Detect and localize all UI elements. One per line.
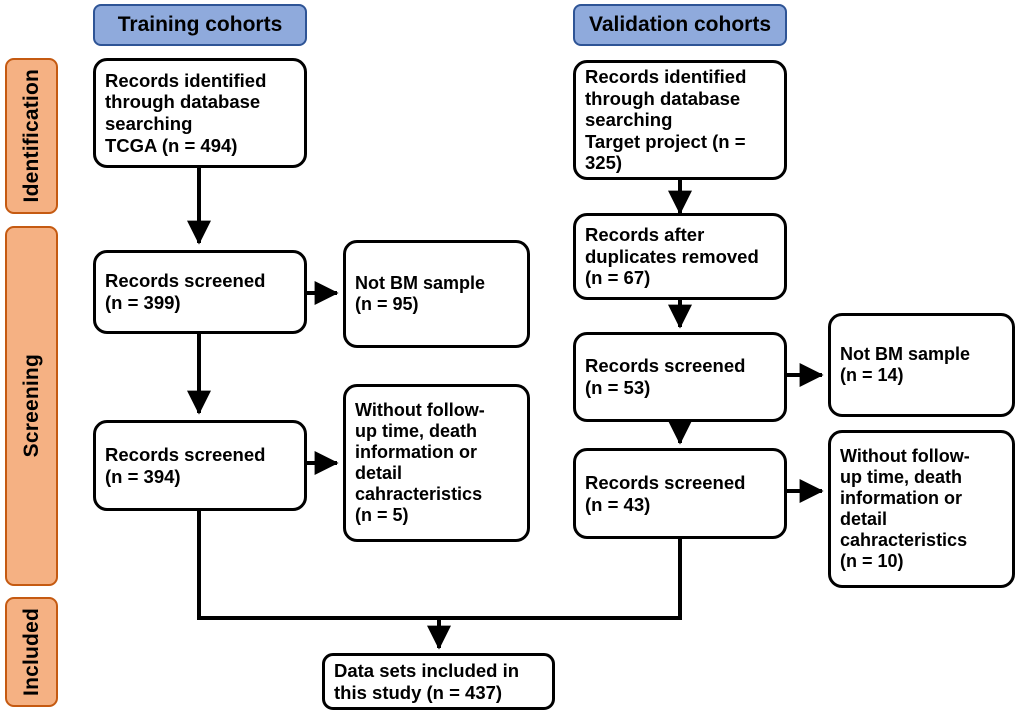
column-header-validation-cohorts: Validation cohorts bbox=[573, 4, 787, 46]
node-validation-excluded-not-bm-sample-text: Not BM sample (n = 14) bbox=[840, 343, 971, 385]
node-training-records-screened-399: Records screened (n = 399) bbox=[93, 250, 307, 334]
node-validation-records-screened-43-text: Records screened (n = 43) bbox=[585, 471, 746, 515]
node-training-excluded-not-bm-sample: Not BM sample (n = 95) bbox=[343, 240, 530, 348]
node-validation-records-after-duplicates-removed-text: Records after duplicates removed (n = 67… bbox=[585, 224, 759, 289]
stage-label-identification: Identification bbox=[5, 58, 58, 214]
node-validation-records-screened-53-text: Records screened (n = 53) bbox=[585, 355, 746, 398]
node-validation-records-screened-43: Records screened (n = 43) bbox=[573, 448, 787, 539]
node-validation-excluded-without-followup: Without follow- up time, death informati… bbox=[828, 430, 1015, 588]
node-validation-records-after-duplicates-removed: Records after duplicates removed (n = 67… bbox=[573, 213, 787, 300]
node-training-excluded-without-followup: Without follow- up time, death informati… bbox=[343, 384, 530, 542]
node-data-sets-included: Data sets included in this study (n = 43… bbox=[322, 653, 555, 710]
node-training-excluded-not-bm-sample-text: Not BM sample (n = 95) bbox=[355, 272, 486, 314]
node-training-records-screened-399-text: Records screened (n = 399) bbox=[105, 270, 266, 313]
stage-label-included-text: Included bbox=[19, 608, 43, 696]
node-training-records-identified: Records identified through database sear… bbox=[93, 58, 307, 168]
stage-label-screening: Screening bbox=[5, 226, 58, 586]
node-data-sets-included-text: Data sets included in this study (n = 43… bbox=[334, 659, 520, 703]
node-validation-records-identified: Records identified through database sear… bbox=[573, 60, 787, 180]
stage-label-included: Included bbox=[5, 597, 58, 707]
node-training-excluded-without-followup-text: Without follow- up time, death informati… bbox=[355, 399, 485, 526]
node-validation-excluded-not-bm-sample: Not BM sample (n = 14) bbox=[828, 313, 1015, 417]
node-validation-excluded-without-followup-text: Without follow- up time, death informati… bbox=[840, 445, 970, 572]
stage-label-screening-text: Screening bbox=[19, 354, 43, 458]
node-validation-records-screened-53: Records screened (n = 53) bbox=[573, 332, 787, 422]
node-training-records-screened-394-text: Records screened (n = 394) bbox=[105, 443, 266, 487]
node-validation-records-identified-text: Records identified through database sear… bbox=[585, 65, 747, 174]
node-training-records-identified-text: Records identified through database sear… bbox=[105, 69, 267, 156]
node-training-records-screened-394: Records screened (n = 394) bbox=[93, 420, 307, 511]
column-header-training-cohorts: Training cohorts bbox=[93, 4, 307, 46]
stage-label-identification-text: Identification bbox=[19, 69, 43, 203]
